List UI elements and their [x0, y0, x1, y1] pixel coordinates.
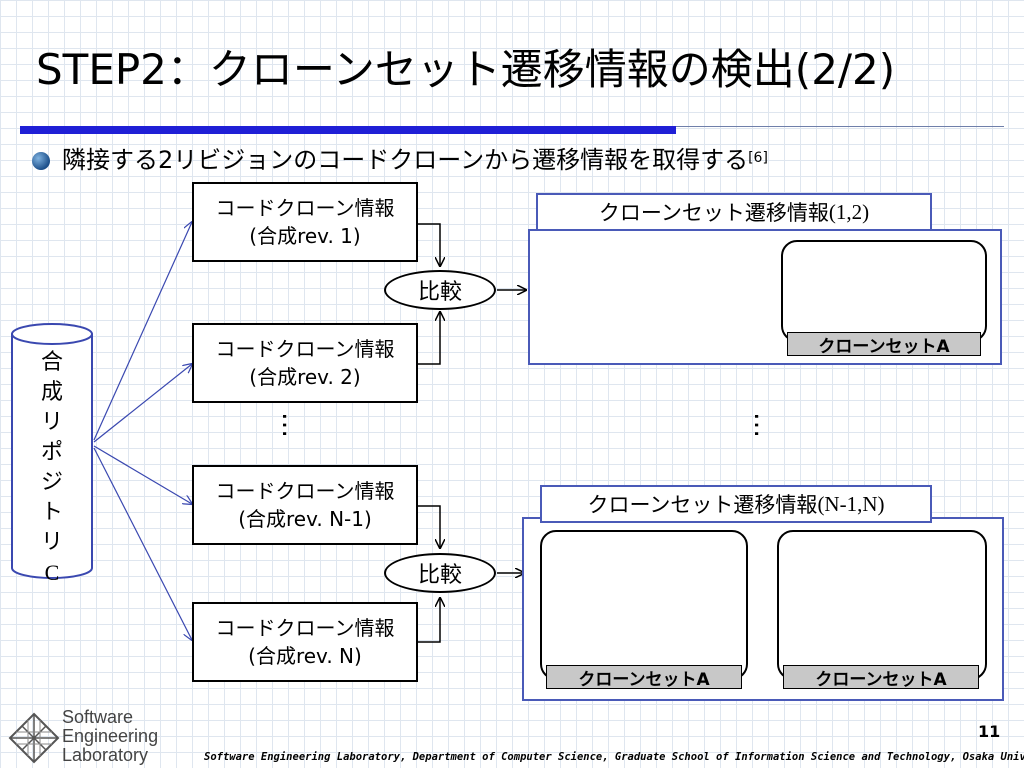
repository-cylinder	[11, 323, 93, 579]
info-box-revision: (合成rev. N-1)	[238, 507, 372, 531]
logo-line: Software	[62, 707, 134, 727]
bullet-text: 隣接する2リビジョンのコードクローンから遷移情報を取得する[6]	[62, 143, 768, 177]
clone-set-group	[777, 530, 987, 680]
fan-arrow-revn1	[93, 445, 192, 504]
bullet-icon	[32, 152, 50, 170]
clone-set-label: クローンセットA	[787, 332, 981, 357]
compare-node-bottom: 比較	[384, 553, 496, 593]
info-box-revision: (合成rev. 1)	[249, 224, 361, 248]
info-box-revision: (合成rev. N)	[248, 644, 362, 668]
logo-line: Engineering	[62, 726, 159, 746]
panel-title-range: (N-1,N)	[817, 491, 885, 516]
repo-char: ト	[40, 500, 63, 525]
repo-char: ポ	[40, 440, 63, 465]
clone-set-label: クローンセットA	[783, 665, 979, 690]
repo-char: 成	[40, 380, 63, 405]
info-box-revision: (合成rev. 2)	[249, 365, 361, 389]
panel-title-text: クローンセット遷移情報	[587, 493, 818, 517]
repo-char: リ	[40, 410, 63, 435]
repo-char: 合	[40, 350, 63, 375]
lab-logo-icon	[8, 712, 60, 764]
page-title: STEP2：クローンセット遷移情報の検出(2/2)	[36, 45, 896, 94]
transition-panel-2-title: クローンセット遷移情報(N-1,N)	[540, 485, 932, 523]
fan-arrow-rev2	[93, 364, 192, 443]
clone-set-label: クローンセットA	[546, 665, 742, 690]
citation-ref: [6]	[748, 150, 768, 166]
page-number: 11	[978, 722, 1001, 741]
clone-set-group	[781, 240, 987, 342]
ellipsis-right: …	[748, 412, 778, 438]
transition-panel-1-title: クローンセット遷移情報(1,2)	[536, 193, 932, 231]
bullet-body: 隣接する2リビジョンのコードクローンから遷移情報を取得する	[62, 146, 749, 174]
footer-text: Software Engineering Laboratory, Departm…	[204, 751, 1024, 763]
fan-arrow-rev1	[93, 222, 192, 441]
ellipsis-left: …	[276, 412, 306, 438]
logo-line: Laboratory	[62, 745, 149, 765]
info-box-title: コードクローン情報	[215, 479, 395, 503]
lab-logo-text: Software Engineering Laboratory	[62, 708, 158, 765]
clone-set-group	[540, 530, 748, 680]
repo-char: ジ	[40, 470, 63, 495]
info-box-title: コードクローン情報	[215, 196, 395, 220]
panel-title-text: クローンセット遷移情報	[598, 201, 829, 225]
repo-char: リ	[40, 530, 63, 555]
info-box-title: コードクローン情報	[215, 616, 395, 640]
clone-info-box-rev2: コードクローン情報 (合成rev. 2)	[192, 323, 418, 403]
clone-info-box-revn: コードクローン情報 (合成rev. N)	[192, 602, 418, 682]
panel-title-range: (1,2)	[828, 199, 870, 224]
title-accent-bar	[20, 126, 676, 134]
fan-arrow-revn	[93, 447, 192, 640]
info-box-title: コードクローン情報	[215, 337, 395, 361]
clone-info-box-rev1: コードクローン情報 (合成rev. 1)	[192, 182, 418, 262]
repo-char: C	[44, 560, 60, 585]
clone-info-box-revn1: コードクローン情報 (合成rev. N-1)	[192, 465, 418, 545]
repository-label: 合 成 リ ポ ジ ト リ C	[14, 348, 90, 588]
compare-node-top: 比較	[384, 270, 496, 310]
